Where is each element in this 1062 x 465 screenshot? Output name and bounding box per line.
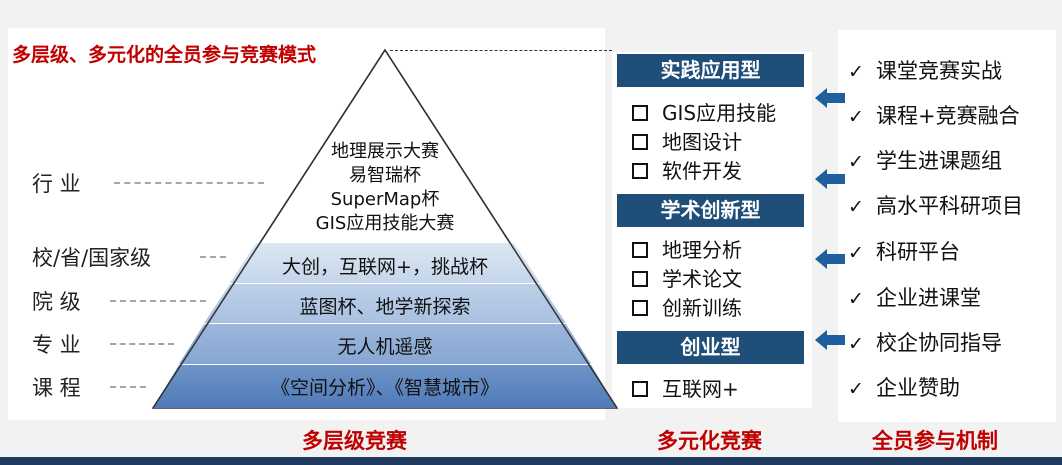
- pyramid-tier-2: [204, 284, 566, 323]
- checkbox-icon: [632, 242, 648, 258]
- category-item: 软件开发: [632, 155, 742, 184]
- category-header-academic: 学术创新型: [617, 194, 804, 227]
- pyramid-tier-3-label: 无人机遥感: [337, 336, 433, 358]
- level-dash-school: [200, 256, 226, 258]
- category-item: 创新训练: [632, 292, 742, 321]
- mechanism-item: ✓科研平台: [848, 240, 960, 264]
- right-panel: [838, 30, 1056, 422]
- level-label-major: 专 业: [32, 333, 81, 357]
- checkbox-icon: [632, 271, 648, 287]
- mechanism-item: ✓校企协同指导: [848, 331, 1002, 355]
- checkbox-icon: [632, 105, 648, 121]
- checkmark-icon: ✓: [848, 151, 864, 173]
- title-connector-line: [390, 50, 612, 51]
- checkbox-icon: [632, 163, 648, 179]
- checkmark-icon: ✓: [848, 196, 864, 218]
- level-dash-industry: [114, 182, 264, 184]
- mechanism-item: ✓高水平科研项目: [848, 194, 1023, 218]
- category-header-entrepreneurial: 创业型: [617, 331, 804, 364]
- level-label-industry: 行 业: [32, 172, 81, 196]
- pyramid-tier-1: [230, 243, 540, 283]
- checkmark-icon: ✓: [848, 106, 864, 128]
- level-label-course: 课 程: [32, 376, 81, 400]
- pyramid-top-line-3: SuperMap杯: [330, 189, 440, 210]
- checkmark-icon: ✓: [848, 288, 864, 310]
- diagram-title: 多层级、多元化的全员参与竞赛模式: [12, 44, 317, 66]
- footer-label-full-participation: 全员参与机制: [872, 429, 998, 453]
- category-item: 地图设计: [632, 126, 742, 155]
- checkmark-icon: ✓: [848, 61, 864, 83]
- checkmark-icon: ✓: [848, 378, 864, 400]
- checkbox-icon: [632, 134, 648, 150]
- mechanism-item: ✓企业进课堂: [848, 286, 981, 310]
- pyramid-tier-3: [179, 324, 591, 364]
- category-item: 地理分析: [632, 234, 742, 263]
- bottom-bar: [0, 457, 1062, 465]
- level-dash-major: [110, 343, 174, 345]
- arrow-left-icon: [815, 330, 845, 350]
- pyramid-top-line-4: GIS应用技能大赛: [315, 213, 455, 234]
- checkbox-icon: [632, 300, 648, 316]
- pyramid-tier-4-label: 《空间分析》、《智慧城市》: [270, 377, 499, 399]
- category-item: GIS应用技能: [632, 97, 776, 126]
- category-item: 互联网+: [632, 373, 739, 402]
- level-dash-college: [110, 300, 206, 302]
- pyramid-tier-1-label: 大创，互联网+，挑战杯: [282, 256, 488, 278]
- category-header-practical: 实践应用型: [617, 54, 804, 87]
- category-item: 学术论文: [632, 263, 742, 292]
- pyramid-edges: [152, 48, 618, 409]
- mechanism-item: ✓学生进课题组: [848, 149, 1002, 173]
- arrow-left-icon: [815, 169, 845, 189]
- mechanism-item: ✓课堂竞赛实战: [848, 59, 1002, 83]
- checkmark-icon: ✓: [848, 242, 864, 264]
- pyramid-top-line-2: 易智瑞杯: [349, 165, 421, 186]
- footer-label-multi-level: 多层级竞赛: [302, 429, 407, 453]
- level-label-school-province-national: 校/省/国家级: [32, 246, 152, 270]
- pyramid-tier-4: [153, 365, 617, 408]
- arrow-left-icon: [815, 88, 845, 108]
- level-dash-course: [110, 386, 146, 388]
- footer-label-diversified: 多元化竞赛: [657, 429, 762, 453]
- mechanism-item: ✓课程+竞赛融合: [848, 104, 1020, 128]
- level-label-college: 院 级: [32, 290, 81, 314]
- pyramid-top-line-1: 地理展示大赛: [331, 141, 439, 162]
- pyramid-tier-2-label: 蓝图杯、地学新探索: [299, 296, 471, 318]
- arrow-left-icon: [815, 249, 845, 269]
- checkmark-icon: ✓: [848, 333, 864, 355]
- mechanism-item: ✓企业赞助: [848, 376, 960, 400]
- checkbox-icon: [632, 381, 648, 397]
